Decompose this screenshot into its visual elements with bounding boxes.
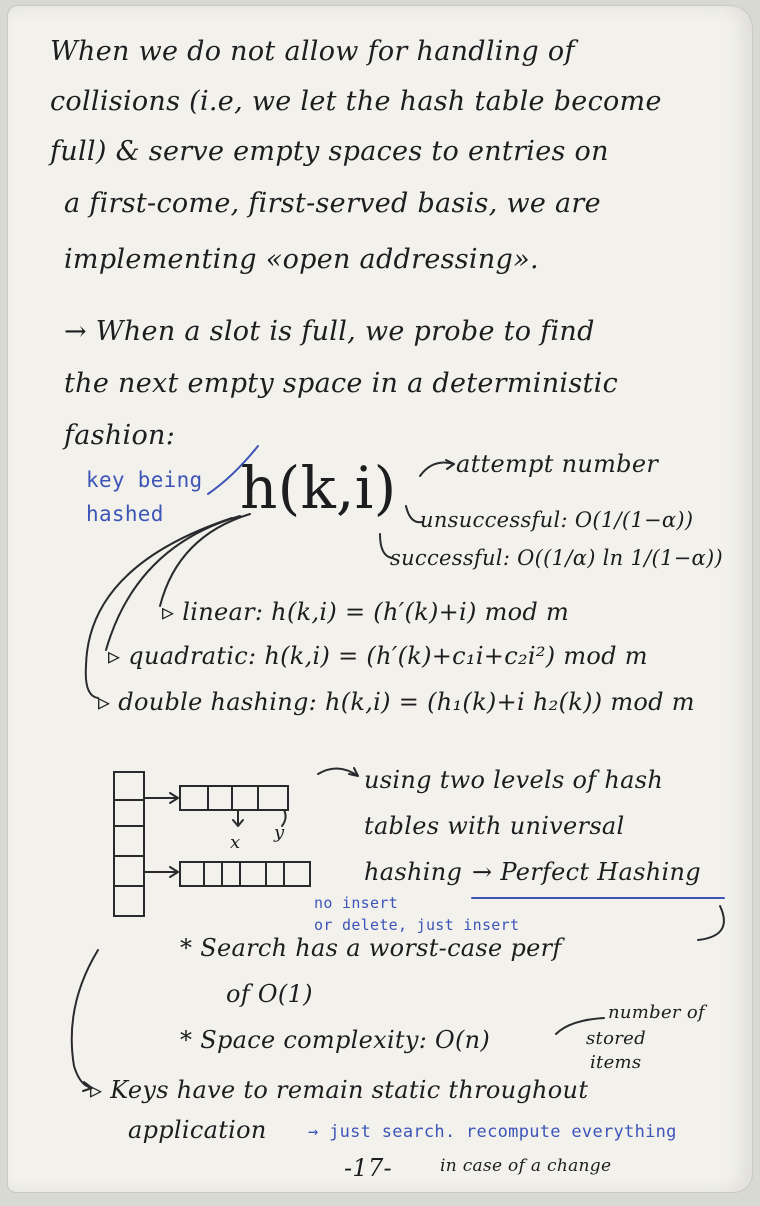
double-arc: [84, 517, 233, 699]
inner-table-1: [179, 785, 289, 811]
key-label-1: key being: [86, 468, 203, 492]
search-perf-1: * Search has a worst-case perf: [180, 934, 562, 962]
keys-static-1: ▹ Keys have to remain static throughout: [90, 1076, 589, 1104]
page-number: -17-: [344, 1154, 392, 1182]
quadratic-probing: ▹ quadratic: h(k,i) = (h′(k)+c₁i+c₂i²) m…: [108, 642, 648, 670]
linear-probing: ▹ linear: h(k,i) = (h′(k)+i) mod m: [162, 598, 570, 626]
diagram-x: x: [230, 832, 241, 853]
stored-note-3: items: [590, 1052, 642, 1073]
keys-static-2: application: [128, 1116, 267, 1144]
perfect-curl: [697, 905, 725, 941]
hash-formula: h(k,i): [240, 454, 397, 522]
diagram-y: y: [274, 822, 285, 843]
double-hashing: ▹ double hashing: h(k,i) = (h₁(k)+i h₂(k…: [98, 688, 695, 716]
desc-arrow: [317, 767, 359, 777]
successful-complexity: successful: O((1/α) ln 1/(1−α)): [390, 546, 724, 570]
attempt-arrow: [419, 461, 455, 477]
note-no-insert: no insert: [314, 894, 398, 912]
outer-table: [113, 771, 145, 917]
recompute-note-1: → just search. recompute everything: [308, 1122, 677, 1142]
unsuccessful-arrow: [405, 505, 423, 524]
notebook-page: When we do not allow for handling of col…: [8, 6, 752, 1192]
blue-strokes: [207, 445, 725, 899]
keys-brace: [70, 949, 99, 1092]
pen-strokes: [70, 459, 725, 1092]
sketch-layer: [70, 445, 725, 1092]
probe-line-1: → When a slot is full, we probe to find: [64, 316, 595, 347]
space-complexity: * Space complexity: O(n): [180, 1026, 491, 1054]
probe-line-3: fashion:: [64, 420, 176, 451]
attempt-number-label: attempt number: [456, 450, 659, 478]
key-label-2: hashed: [86, 502, 164, 526]
pointer-2: [143, 866, 179, 878]
linear-arc: [159, 513, 251, 607]
para-line-5: implementing «open addressing».: [64, 244, 539, 275]
pointer-1: [143, 792, 179, 804]
inner-table-2: [179, 861, 311, 887]
note-or-delete: or delete, just insert: [314, 916, 520, 934]
para-line-2: collisions (i.e, we let the hash table b…: [50, 86, 662, 117]
quadratic-arc: [105, 515, 241, 651]
perfect-desc-3: hashing: [364, 858, 463, 886]
para-line-1: When we do not allow for handling of: [50, 36, 575, 67]
search-perf-2: of O(1): [226, 980, 313, 1008]
unsuccessful-complexity: unsuccessful: O(1/(1−α)): [420, 508, 694, 532]
perfect-desc-2: tables with universal: [364, 812, 625, 840]
key-arrow: [207, 445, 259, 495]
successful-arrow: [379, 533, 393, 559]
stored-arrow: [555, 1017, 605, 1035]
perfect-hashing-name: → Perfect Hashing: [472, 858, 701, 886]
stored-note-1: number of: [608, 1002, 705, 1023]
para-line-3: full) & serve empty spaces to entries on: [50, 136, 609, 167]
stored-note-2: stored: [586, 1028, 646, 1049]
probe-line-2: the next empty space in a deterministic: [64, 368, 619, 399]
para-line-4: a first-come, first-served basis, we are: [64, 188, 601, 219]
perfect-desc-1: using two levels of hash: [364, 766, 664, 794]
recompute-note-2: in case of a change: [440, 1156, 612, 1176]
